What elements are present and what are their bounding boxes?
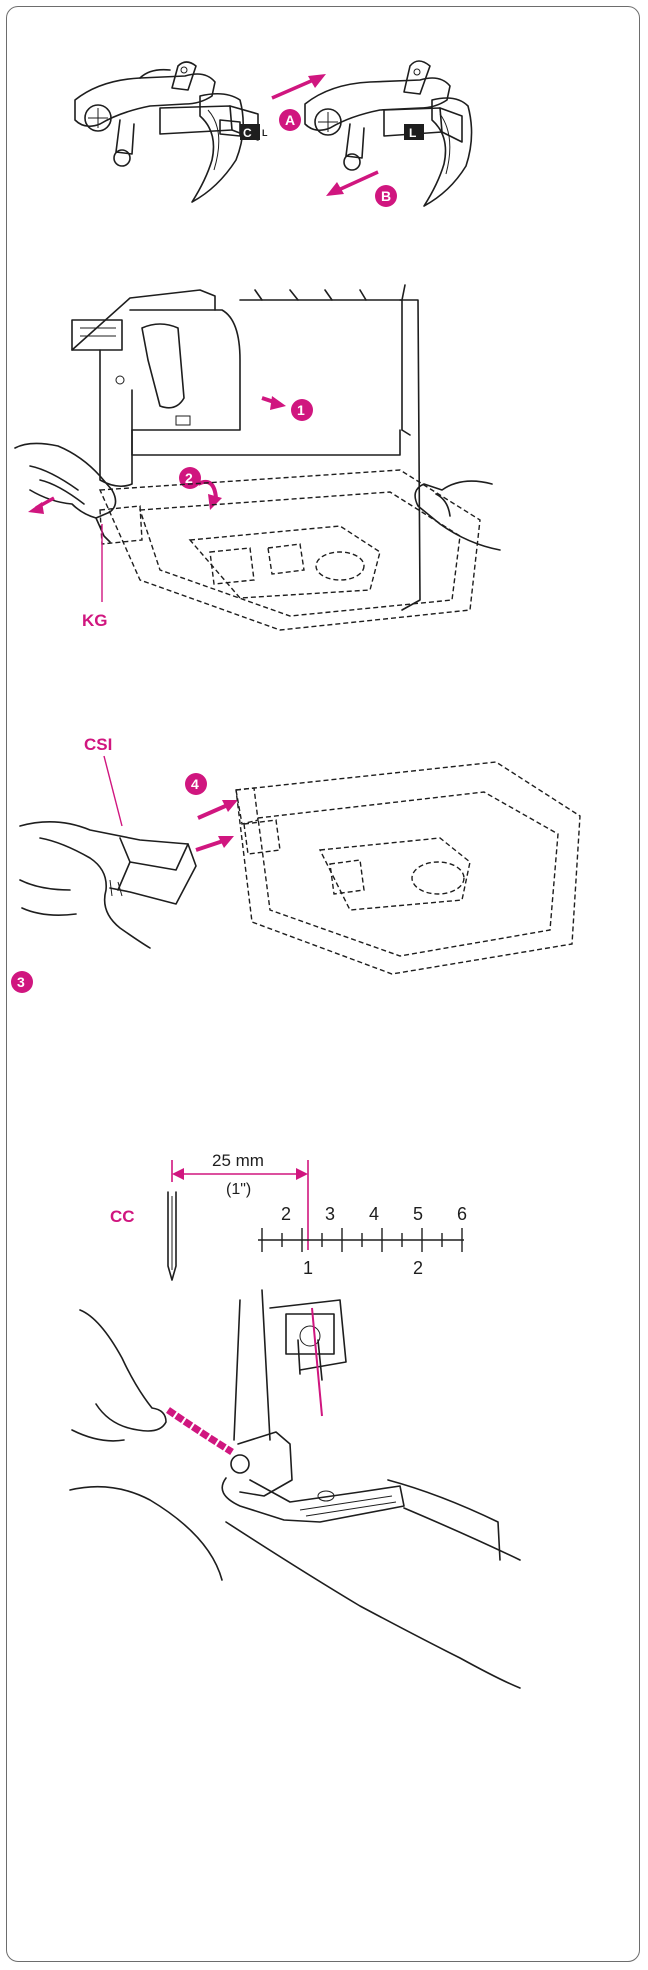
hand-holding-thread xyxy=(70,1310,222,1580)
ruler-top-label: 6 xyxy=(457,1204,467,1224)
knob-mechanism-right: L xyxy=(305,61,472,206)
machine-body xyxy=(72,285,420,610)
svg-text:1: 1 xyxy=(297,402,305,418)
base-tray xyxy=(100,470,480,630)
figure-knob-positions: C L A L B xyxy=(0,20,648,220)
ruler-bottom-label: 2 xyxy=(413,1258,423,1278)
presser-foot-assembly xyxy=(222,1290,404,1522)
label-cc: CC xyxy=(110,1207,135,1226)
step-1-arrow: 1 xyxy=(262,396,313,421)
figure-remove-cover: 1 2 KG xyxy=(0,280,648,720)
kg-callout: KG xyxy=(82,524,108,630)
tray-with-slots xyxy=(236,762,580,974)
dimension-mm-label: 25 mm xyxy=(212,1151,264,1170)
step-4-arrows: 4 xyxy=(185,773,238,850)
label-kg: KG xyxy=(82,611,108,630)
ruler-top-label: 5 xyxy=(413,1204,423,1224)
hand-with-cover xyxy=(20,822,196,948)
arrow-b: B xyxy=(326,172,397,207)
svg-text:3: 3 xyxy=(17,974,25,990)
svg-text:4: 4 xyxy=(191,776,199,792)
right-hand xyxy=(415,481,500,550)
dimension-inch-label: (1") xyxy=(226,1181,251,1198)
pull-out-arrow xyxy=(28,498,54,514)
svg-text:A: A xyxy=(285,112,295,128)
ruler-top-label: 4 xyxy=(369,1204,379,1224)
ruler-bottom-label: 1 xyxy=(303,1258,313,1278)
figure-cutting-width: 25 mm (1") CC 2 3 4 5 6 1 2 xyxy=(0,1140,648,1760)
arrow-a: A xyxy=(272,74,326,131)
ruler-top-label: 2 xyxy=(281,1204,291,1224)
ruler-top-label: 3 xyxy=(325,1204,335,1224)
ruler: 2 3 4 5 6 1 2 xyxy=(258,1204,467,1278)
dimension-25mm: 25 mm (1") xyxy=(172,1151,308,1250)
label-csi: CSI xyxy=(84,735,112,754)
knob-letter-c: C xyxy=(243,126,252,140)
step-2-arrow: 2 xyxy=(179,467,222,510)
knob-letter-l: L xyxy=(409,126,416,140)
knob-letter-l-small: L xyxy=(262,128,268,138)
cutting-knife xyxy=(168,1192,176,1280)
thread xyxy=(168,1410,232,1452)
knob-mechanism-left: C L xyxy=(75,62,268,202)
figure-attach-csi: CSI 3 4 xyxy=(0,730,648,1040)
svg-text:B: B xyxy=(381,188,391,204)
